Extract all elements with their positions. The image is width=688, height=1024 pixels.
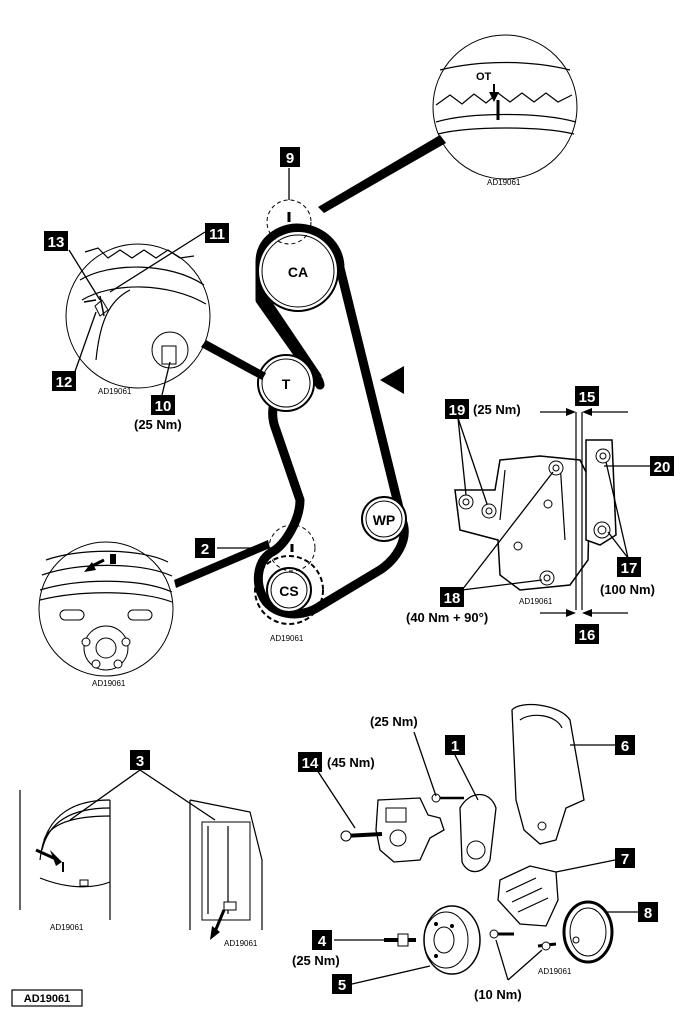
pulley-label-cs: CS [279, 583, 298, 599]
svg-text:2: 2 [201, 541, 209, 558]
svg-text:AD19061: AD19061 [24, 993, 70, 1005]
svg-text:20: 20 [654, 459, 671, 476]
torque-callout-7-8: (10 Nm) [474, 987, 522, 1002]
detail-leader-top [318, 135, 446, 213]
ref-code-bracket: AD19061 [519, 597, 553, 606]
svg-text:7: 7 [621, 851, 629, 868]
svg-text:16: 16 [579, 627, 596, 644]
water-pump-pulley: WP [361, 496, 407, 542]
svg-text:14: 14 [302, 755, 319, 772]
callout-8: 8 [638, 902, 658, 922]
callout-10: 10 [151, 395, 175, 415]
callout-14: 14 [298, 752, 322, 772]
callout-1: 1 [445, 735, 465, 755]
ref-code-top: AD19061 [487, 178, 521, 187]
callout-5: 5 [332, 974, 352, 994]
callout-3: 3 [130, 750, 150, 770]
torque-callout-18: (40 Nm + 90°) [406, 610, 488, 625]
torque-callout-1: (25 Nm) [370, 714, 418, 729]
torque-callout-19: (25 Nm) [473, 402, 521, 417]
flywheel-mark-view [19, 790, 111, 920]
torque-callout-17: (100 Nm) [600, 582, 655, 597]
ref-code-bottom-mid: AD19061 [224, 939, 258, 948]
tensioner-assembly [340, 797, 445, 863]
torque-callout-10: (25 Nm) [134, 417, 182, 432]
tensioner-mark-detail [65, 243, 211, 389]
crankshaft-pulley: CS [254, 555, 324, 625]
crankshaft-guide-ring [562, 900, 614, 964]
cam-mark-circle [266, 199, 312, 245]
svg-text:18: 18 [444, 590, 461, 607]
lower-timing-cover [497, 865, 559, 927]
callout-20: 20 [650, 456, 674, 476]
crankshaft-mark-detail [38, 541, 174, 677]
pulley-label-ca: CA [288, 264, 308, 280]
reference-code-box: AD19061 [11, 989, 83, 1007]
ref-code-bottom-right: AD19061 [538, 967, 572, 976]
callout-7: 7 [615, 848, 635, 868]
callout-6: 6 [615, 735, 635, 755]
pulley-label-wp: WP [373, 512, 396, 528]
svg-text:4: 4 [318, 933, 327, 950]
housing-mark-view [189, 799, 263, 940]
upper-timing-cover [511, 703, 585, 845]
crankshaft-pulley-part [384, 905, 481, 975]
tensioner-pulley: T [257, 354, 315, 412]
svg-text:1: 1 [451, 738, 459, 755]
svg-text:12: 12 [56, 374, 73, 391]
callout-2: 2 [195, 538, 215, 558]
callout-9: 9 [280, 147, 300, 167]
ref-code-bottom-left: AD19061 [50, 923, 84, 932]
camshaft-pulley: CA [257, 230, 339, 312]
callout-13: 13 [44, 231, 68, 251]
svg-text:9: 9 [286, 150, 294, 167]
svg-text:6: 6 [621, 738, 629, 755]
callout-15: 15 [575, 386, 599, 406]
callout-12: 12 [52, 371, 76, 391]
tensioner-arm [431, 793, 497, 873]
svg-text:5: 5 [338, 977, 346, 994]
svg-text:19: 19 [449, 402, 466, 419]
callout-11: 11 [205, 223, 229, 243]
callout-18: 18 [440, 587, 464, 607]
callout-17: 17 [617, 557, 641, 577]
ot-label: OT [476, 71, 492, 83]
camshaft-mark-detail: OT [432, 34, 578, 180]
cover-bolts [489, 929, 557, 951]
rotation-direction-arrow [380, 366, 404, 394]
svg-text:13: 13 [48, 234, 65, 251]
svg-text:8: 8 [644, 905, 652, 922]
svg-text:11: 11 [209, 226, 225, 243]
callout-4: 4 [312, 930, 332, 950]
detail-leader-crank [174, 540, 270, 588]
svg-text:10: 10 [155, 398, 172, 415]
callout-16: 16 [575, 624, 599, 644]
ref-code-crank-detail: AD19061 [92, 679, 126, 688]
detail-leader-left [201, 340, 266, 380]
svg-text:17: 17 [621, 560, 638, 577]
svg-text:3: 3 [136, 753, 144, 770]
torque-callout-14: (45 Nm) [327, 755, 375, 770]
ref-code-belt: AD19061 [270, 634, 304, 643]
ref-code-left-detail: AD19061 [98, 387, 132, 396]
torque-callout-4: (25 Nm) [292, 953, 340, 968]
pulley-label-t: T [282, 376, 291, 392]
svg-text:15: 15 [579, 389, 596, 406]
callout-19: 19 [445, 399, 469, 419]
